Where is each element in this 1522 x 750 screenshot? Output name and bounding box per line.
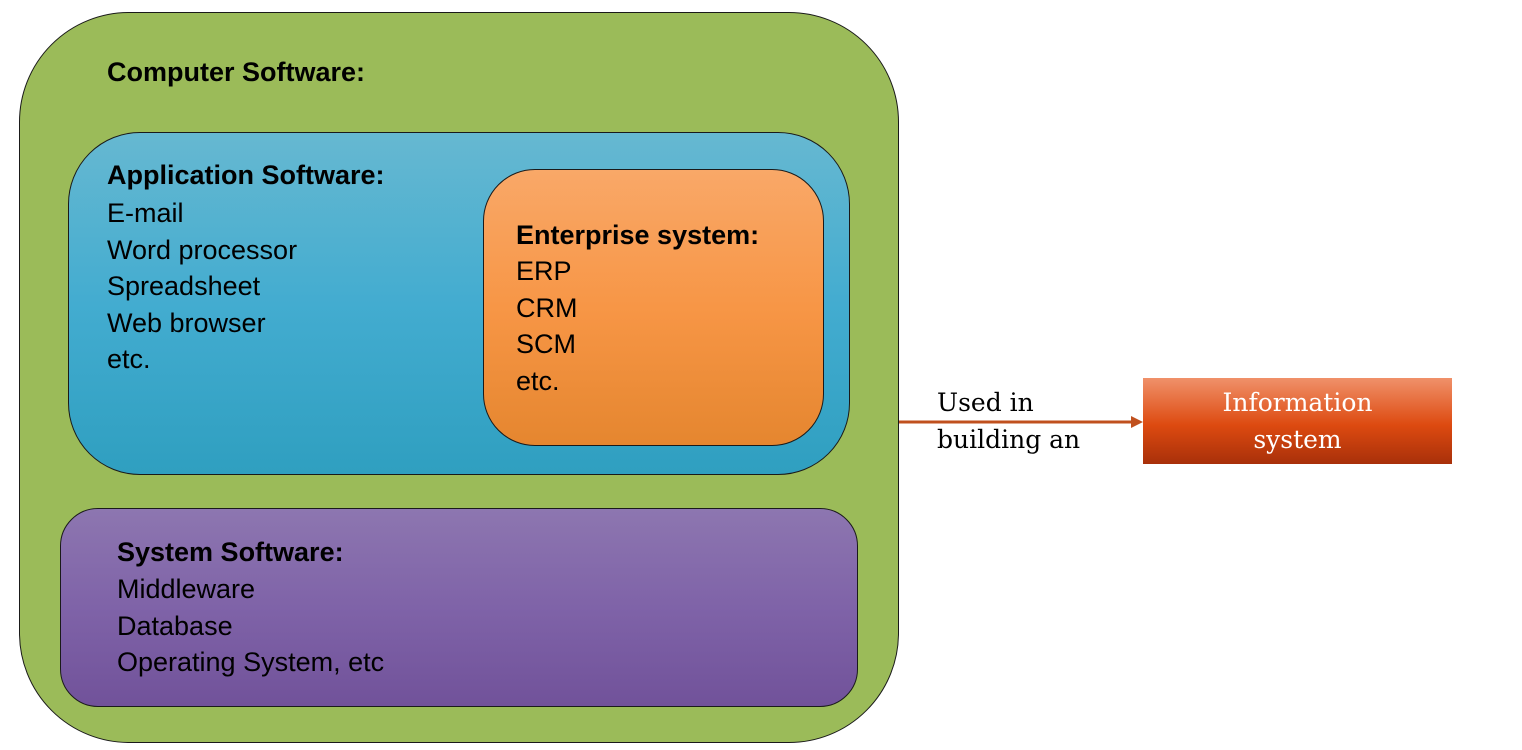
list-item: Word processor [107, 234, 298, 265]
list-item: etc. [107, 344, 151, 374]
system-software-list: Middleware Database Operating System, et… [117, 571, 384, 681]
list-item: etc. [516, 365, 560, 396]
connector-arrow [899, 416, 1143, 428]
enterprise-system-title: Enterprise system: [516, 220, 760, 250]
connector-arrowhead [1131, 416, 1143, 428]
system-software-box [60, 508, 858, 707]
connector-label-line-2: building an [937, 425, 1081, 454]
list-item: E-mail [107, 198, 184, 228]
list-item: Middleware [117, 574, 256, 604]
application-software-title: Application Software: [107, 160, 385, 190]
list-item: ERP [516, 256, 572, 286]
connector-label-line-1: Used in [937, 388, 1034, 417]
computer-software-title: Computer Software: [107, 57, 366, 87]
enterprise-system-box [483, 169, 824, 446]
enterprise-system-list: ERP CRM SCM etc. [516, 253, 578, 399]
list-item: CRM [516, 292, 578, 323]
connector-label: Used in building an [937, 384, 1080, 458]
list-item: Spreadsheet [107, 271, 261, 301]
list-item: SCM [516, 329, 576, 359]
information-system-box: Information system [1143, 378, 1452, 464]
list-item: Operating System, etc [117, 647, 385, 677]
list-item: Database [117, 610, 233, 641]
information-system-label: Information system [1222, 388, 1373, 454]
application-software-list: E-mail Word processor Spreadsheet Web br… [107, 195, 297, 378]
list-item: Web browser [107, 307, 266, 338]
system-software-title: System Software: [117, 537, 344, 567]
